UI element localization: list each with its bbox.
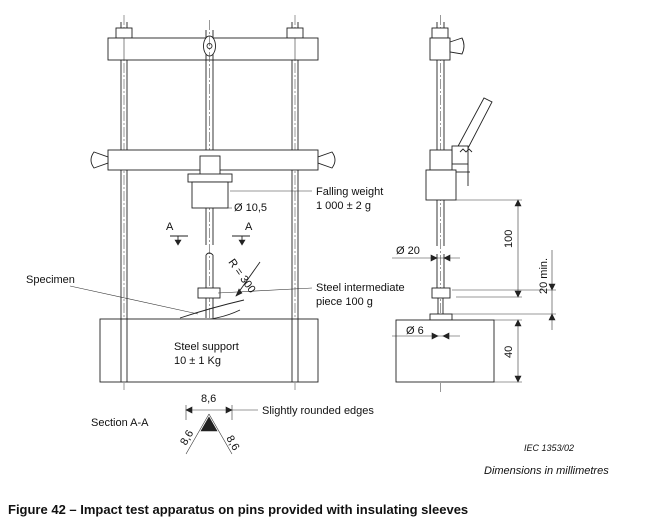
intermediate-piece-front bbox=[197, 252, 221, 318]
specimen-leader bbox=[69, 285, 199, 315]
section-a-right-label: A bbox=[245, 221, 253, 233]
triangular-section bbox=[200, 416, 218, 432]
dia-6-label: Ø 6 bbox=[406, 325, 424, 337]
iec-reference: IEC 1353/02 bbox=[524, 443, 574, 453]
rounded-edges-label: Slightly rounded edges bbox=[262, 405, 374, 417]
section-a-a-title: Section A-A bbox=[91, 417, 149, 429]
release-lever bbox=[451, 97, 493, 165]
left-wing-nut bbox=[90, 151, 109, 169]
dim-100-label: 100 bbox=[503, 230, 515, 248]
steel-intermediate-label-2: piece 100 g bbox=[316, 296, 373, 308]
figure-caption: Figure 42 – Impact test apparatus on pin… bbox=[8, 502, 468, 517]
pin-head-side bbox=[429, 313, 453, 321]
section-a-left-label: A bbox=[166, 221, 174, 233]
side-view: Ø 20 Ø 6 100 20 min. 40 bbox=[392, 15, 556, 392]
central-guide-rod bbox=[203, 20, 216, 330]
steel-support-label-1: Steel support bbox=[174, 341, 239, 353]
dimension-dia-6 bbox=[392, 332, 460, 340]
steel-support-label-2: 10 ± 1 Kg bbox=[174, 355, 221, 367]
section-a-a: Section A-A 8,6 8,6 8,6 Slightly rounded… bbox=[91, 393, 374, 455]
dia-10-5-label: Ø 10,5 bbox=[234, 202, 267, 214]
steel-intermediate-leader bbox=[217, 287, 313, 294]
radius-label: R = 300 bbox=[226, 257, 258, 296]
right-top-nut bbox=[286, 27, 304, 39]
side-middle-block bbox=[429, 149, 453, 171]
dimension-100 bbox=[456, 199, 522, 298]
dimension-dia-20 bbox=[392, 254, 460, 262]
front-view: Falling weight 1 000 ± 2 g Ø 10,5 A A R … bbox=[26, 15, 405, 390]
dim-8-6-top-label: 8,6 bbox=[201, 393, 216, 405]
side-top-nut bbox=[431, 27, 449, 39]
dim-8-6-right-label: 8,6 bbox=[223, 434, 241, 453]
right-wing-nut bbox=[317, 151, 336, 169]
dim-20-min-label: 20 min. bbox=[538, 258, 550, 294]
dim-8-6-left-label: 8,6 bbox=[178, 428, 196, 447]
steel-intermediate-label-1: Steel intermediate bbox=[316, 282, 405, 294]
side-support-block bbox=[395, 319, 495, 383]
left-top-nut bbox=[115, 27, 133, 39]
specimen-label: Specimen bbox=[26, 274, 75, 286]
section-marker-a-a bbox=[170, 235, 250, 246]
falling-weight bbox=[187, 155, 233, 209]
dimensions-note: Dimensions in millimetres bbox=[484, 465, 609, 477]
dim-40-label: 40 bbox=[503, 346, 515, 358]
intermediate-piece-side bbox=[431, 287, 451, 299]
falling-weight-label-1: Falling weight bbox=[316, 186, 383, 198]
dia-20-label: Ø 20 bbox=[396, 245, 420, 257]
side-top-block bbox=[429, 37, 451, 61]
dimension-40 bbox=[494, 319, 522, 383]
falling-weight-label-2: 1 000 ± 2 g bbox=[316, 200, 371, 212]
side-wing-nut-top bbox=[449, 37, 465, 55]
falling-weight-side bbox=[425, 164, 470, 201]
dimension-20-min bbox=[452, 250, 556, 330]
steel-support-block bbox=[99, 318, 319, 383]
